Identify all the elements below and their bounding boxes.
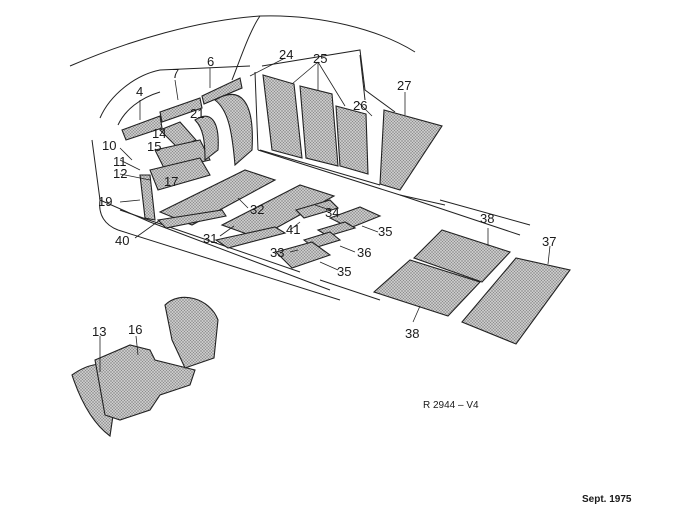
label-6: 6 [207,54,214,69]
label-41: 41 [286,222,300,237]
car-body-outline [69,15,531,301]
label-16: 16 [128,322,142,337]
label-26: 26 [353,98,367,113]
part-labels: 4 6 7 10 11 12 13 14 15 16 17 19 21 24 2… [92,47,556,341]
label-19: 19 [98,194,112,209]
label-37: 37 [542,234,556,249]
label-15: 15 [147,139,161,154]
label-25: 25 [313,51,327,66]
label-35-a: 35 [378,224,392,239]
tunnel-panels [194,93,253,167]
dashboard-panels [121,77,243,221]
rear-side-panels [262,74,443,191]
label-36: 36 [357,245,371,260]
label-27: 27 [397,78,411,93]
label-38-a: 38 [480,211,494,226]
label-13: 13 [92,324,106,339]
label-32: 32 [250,202,264,217]
label-11: 11 [113,154,127,169]
reference-code: R 2944 – V4 [423,400,479,411]
label-10: 10 [102,138,116,153]
label-4: 4 [136,84,143,99]
detail-front-floor [71,296,219,437]
label-35-b: 35 [337,264,351,279]
label-31: 31 [203,231,217,246]
label-34: 34 [325,205,339,220]
label-17: 17 [164,174,178,189]
label-14: 14 [152,126,166,141]
date-stamp: Sept. 1975 [582,494,632,505]
label-12: 12 [113,166,127,181]
rear-compartment-panels [372,229,571,345]
label-40: 40 [115,233,129,248]
leader-lines [99,57,551,372]
label-7: 7 [172,66,179,81]
label-38-b: 38 [405,326,419,341]
floor-panels [156,169,382,269]
label-24: 24 [279,47,293,62]
label-33: 33 [270,245,284,260]
label-21: 21 [190,106,204,121]
